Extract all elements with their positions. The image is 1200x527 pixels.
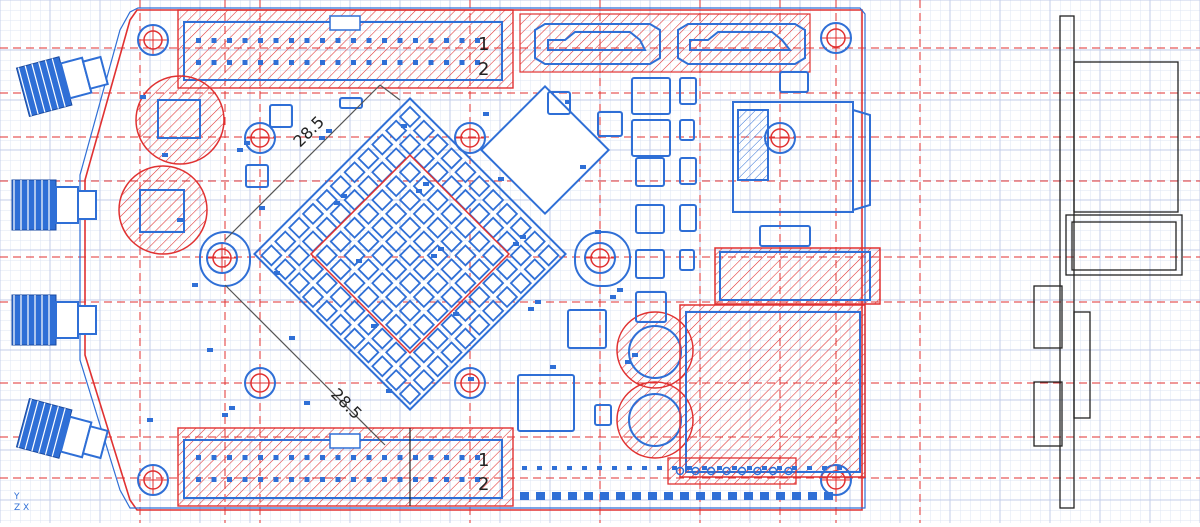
mounting-hole bbox=[137, 24, 169, 56]
board-edge-blue bbox=[79, 7, 866, 509]
mounting-hole bbox=[820, 22, 852, 54]
ethernet-port bbox=[679, 304, 866, 478]
board-outline bbox=[84, 9, 863, 511]
header-top-pin1-label: 1 bbox=[478, 34, 489, 55]
sd-card-slot bbox=[732, 101, 871, 213]
side-view bbox=[1033, 15, 1183, 509]
sma-connector bbox=[15, 55, 109, 118]
dimension-upper bbox=[224, 84, 401, 241]
usb-port bbox=[714, 247, 881, 305]
axis-indicator: Y Z X bbox=[13, 492, 29, 513]
header-bottom: 1 2 bbox=[177, 427, 514, 507]
bottom-edge-pads bbox=[520, 466, 842, 500]
smd-components bbox=[140, 71, 811, 432]
top-connectors bbox=[519, 13, 811, 73]
pin-strip bbox=[667, 457, 797, 485]
sma-connector bbox=[11, 179, 97, 231]
sma-connector bbox=[15, 397, 109, 460]
mounting-hole bbox=[454, 122, 486, 154]
axis-zx-label: Z X bbox=[14, 503, 29, 513]
mounting-hole bbox=[244, 122, 276, 154]
heatsink bbox=[253, 97, 567, 411]
mounting-hole bbox=[137, 464, 169, 496]
mounting-hole bbox=[584, 242, 616, 274]
heatsink-lugs bbox=[199, 231, 631, 287]
dimension-lower bbox=[224, 284, 386, 446]
mounting-hole bbox=[454, 367, 486, 399]
header-bottom-pin2-label: 2 bbox=[478, 474, 489, 495]
antenna-connectors bbox=[11, 55, 109, 460]
mounting-hole bbox=[244, 367, 276, 399]
soc-chip bbox=[479, 84, 611, 216]
mounting-holes bbox=[137, 22, 852, 496]
mounting-hole bbox=[764, 122, 796, 154]
header-bottom-pin1-label: 1 bbox=[478, 450, 489, 471]
sma-connector bbox=[11, 294, 97, 346]
header-top-pin2-label: 2 bbox=[478, 59, 489, 80]
header-top: 1 2 bbox=[177, 9, 514, 89]
axis-y-label: Y bbox=[13, 492, 20, 502]
mounting-hole bbox=[206, 242, 238, 274]
